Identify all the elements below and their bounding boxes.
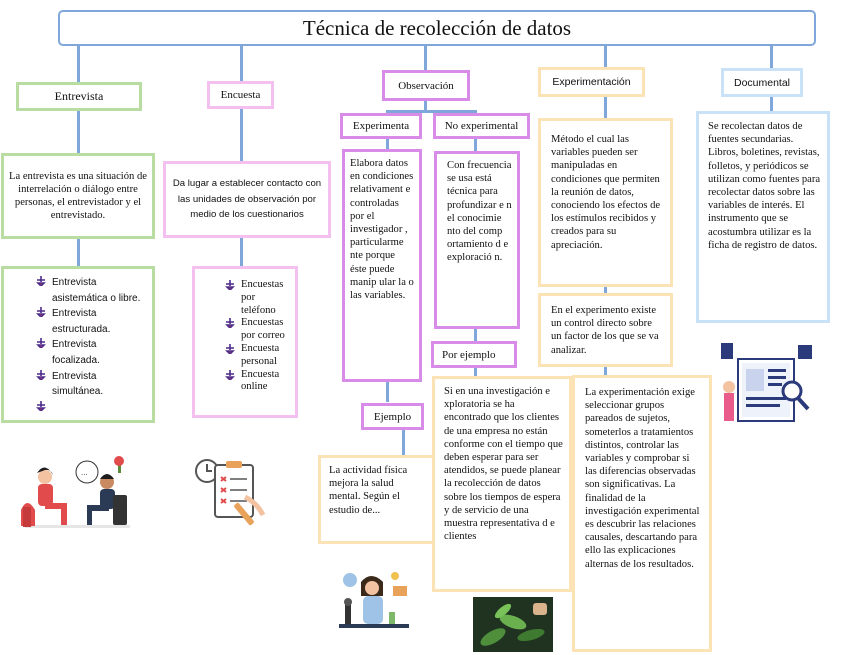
entrevista-type-label: Entrevista asistemática o libre. bbox=[52, 277, 140, 304]
entrevista-type-label: Entrevista focalizada. bbox=[52, 339, 100, 366]
survey-checklist-illustration bbox=[193, 455, 273, 535]
interview-illustration: ... bbox=[15, 455, 135, 535]
entrevista-type-label: Entrevista simultánea. bbox=[52, 371, 103, 398]
connector-entrevista-down bbox=[77, 109, 80, 156]
entrevista-description: La entrevista es una situación de interr… bbox=[1, 153, 155, 239]
no-experimental-description: Con frecuencia se usa está técnica para … bbox=[434, 151, 520, 329]
title-banner: Técnica de recolección de datos bbox=[58, 10, 816, 46]
entrevista-type-label: Entrevista estructurada. bbox=[52, 308, 110, 335]
arrow-bullet-icon bbox=[225, 280, 235, 290]
arrow-bullet-icon bbox=[36, 276, 46, 286]
page-title: Técnica de recolección de datos bbox=[303, 16, 571, 41]
encuesta-type-label: Encuestas por correo bbox=[241, 317, 285, 341]
experimentacion-details-text: La experimentación exige seleccionar gru… bbox=[585, 387, 699, 570]
arrow-bullet-icon bbox=[36, 370, 46, 380]
connector-encuesta-down bbox=[240, 107, 243, 164]
experimentacion-description: Método el cual las variables pueden ser … bbox=[538, 118, 673, 287]
no-experimental-example: Si en una investigación e xploratoria se… bbox=[432, 376, 572, 592]
svg-text:...: ... bbox=[81, 469, 88, 477]
encuesta-description-text: Da lugar a establecer contacto con las u… bbox=[171, 176, 323, 223]
observacion-node: Observación bbox=[382, 70, 470, 101]
encuesta-type-item: Encuestas por teléfono bbox=[223, 279, 289, 317]
ejemplo-label: Ejemplo bbox=[374, 411, 411, 423]
por-ejemplo-label: Por ejemplo bbox=[442, 349, 495, 361]
experimentacion-control-text: En el experimento existe un control dire… bbox=[551, 305, 659, 356]
connector-main-to-entrevista bbox=[77, 44, 80, 84]
connector-experimental-desc-down bbox=[386, 380, 389, 402]
encuesta-type-label: Encuesta online bbox=[241, 369, 279, 393]
entrevista-node: Entrevista bbox=[16, 82, 142, 111]
experimental-description: Elabora datos en condiciones relativamen… bbox=[342, 149, 422, 382]
documental-description: Se recolectan datos de fuentes secundari… bbox=[696, 111, 830, 323]
experimentacion-node: Experimentación bbox=[538, 67, 645, 97]
encuesta-type-item: Encuestas por correo bbox=[223, 317, 289, 343]
no-experimental-example-text: Si en una investigación e xploratoria se… bbox=[444, 386, 563, 542]
entrevista-types-list: Entrevista asistemática o libre. Entrevis… bbox=[34, 275, 144, 400]
experimental-description-text: Elabora datos en condiciones relativamen… bbox=[350, 158, 414, 301]
connector-entrevista-desc-down bbox=[77, 237, 80, 269]
experimental-label: Experimenta bbox=[353, 120, 409, 132]
entrevista-type-item: Entrevista simultánea. bbox=[34, 369, 144, 400]
arrow-bullet-icon bbox=[225, 344, 235, 354]
encuesta-type-item: Encuesta online bbox=[223, 369, 289, 395]
arrow-bullet-icon bbox=[36, 401, 46, 411]
no-experimental-description-text: Con frecuencia se usa está técnica para … bbox=[447, 160, 512, 263]
experimentacion-label: Experimentación bbox=[552, 76, 630, 88]
scientist-microscope-illustration bbox=[335, 568, 415, 636]
entrevista-label: Entrevista bbox=[55, 89, 104, 104]
encuesta-type-label: Encuestas por teléfono bbox=[241, 279, 283, 316]
documental-node: Documental bbox=[721, 68, 803, 97]
observacion-label: Observación bbox=[398, 80, 454, 92]
entrevista-type-item: Entrevista estructurada. bbox=[34, 306, 144, 337]
connector-main-to-observacion bbox=[424, 44, 427, 72]
experimental-node: Experimenta bbox=[340, 113, 422, 139]
plant-research-photo bbox=[473, 597, 553, 652]
por-ejemplo-node: Por ejemplo bbox=[431, 341, 517, 368]
ejemplo-node: Ejemplo bbox=[361, 403, 424, 430]
encuesta-type-item: Encuesta personal bbox=[223, 343, 289, 369]
encuesta-type-label: Encuesta personal bbox=[241, 343, 279, 367]
arrow-bullet-icon bbox=[36, 338, 46, 348]
entrevista-description-text: La entrevista es una situación de interr… bbox=[9, 170, 147, 223]
no-experimental-node: No experimental bbox=[433, 113, 530, 139]
connector-noexp-desc-down bbox=[474, 327, 477, 342]
connector-experimentacion-down bbox=[604, 96, 607, 120]
document-analysis-illustration bbox=[718, 335, 814, 425]
arrow-bullet-icon bbox=[225, 370, 235, 380]
experimentacion-description-text: Método el cual las variables pueden ser … bbox=[551, 134, 660, 251]
arrow-bullet-icon bbox=[36, 307, 46, 317]
encuesta-node: Encuesta bbox=[207, 81, 274, 109]
documental-label: Documental bbox=[734, 77, 790, 89]
connector-main-to-experimentacion bbox=[604, 44, 607, 69]
connector-encuesta-desc-down bbox=[240, 236, 243, 268]
connector-main-to-documental bbox=[770, 44, 773, 69]
documental-description-text: Se recolectan datos de fuentes secundari… bbox=[708, 121, 820, 251]
encuesta-label: Encuesta bbox=[221, 89, 261, 101]
entrevista-types: Entrevista asistemática o libre. Entrevis… bbox=[1, 266, 155, 423]
entrevista-type-item: Entrevista asistemática o libre. bbox=[34, 275, 144, 306]
encuesta-description: Da lugar a establecer contacto con las u… bbox=[163, 161, 331, 238]
experimentacion-control: En el experimento existe un control dire… bbox=[538, 293, 673, 367]
connector-main-to-encuesta bbox=[240, 44, 243, 84]
experimentacion-details: La experimentación exige seleccionar gru… bbox=[572, 375, 712, 652]
no-experimental-label: No experimental bbox=[445, 120, 519, 132]
connector-ejemplo-down bbox=[402, 428, 405, 457]
arrow-bullet-icon bbox=[225, 318, 235, 328]
entrevista-type-item: Entrevista focalizada. bbox=[34, 337, 144, 368]
experimental-example-text: La actividad física mejora la salud ment… bbox=[329, 465, 407, 516]
experimental-example: La actividad física mejora la salud ment… bbox=[318, 455, 436, 544]
